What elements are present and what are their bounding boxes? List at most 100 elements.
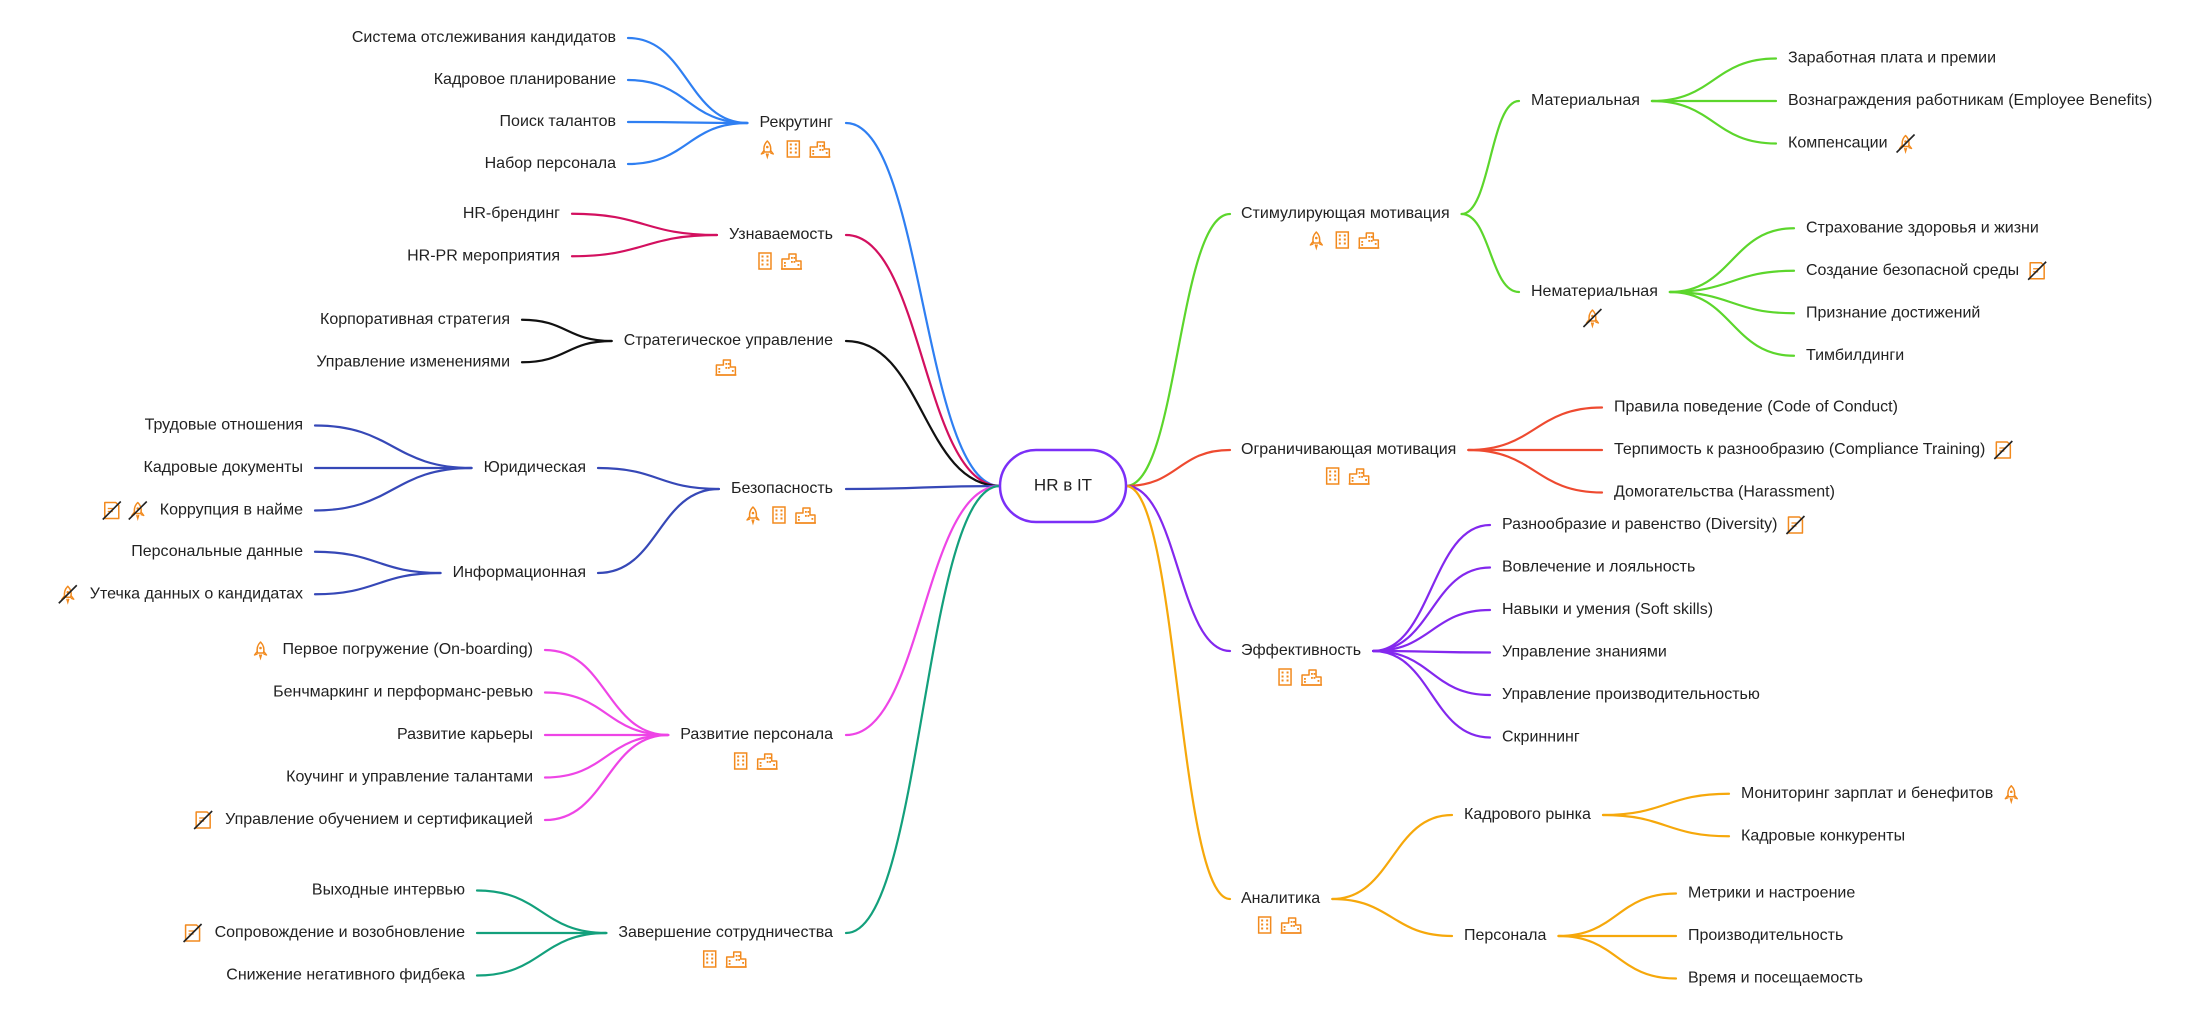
topic-управление-производительностью[interactable]: Управление производительностью [1502,686,1760,703]
topic-первое-погружение-on-boarding[interactable]: Первое погружение (On-boarding) [283,641,533,658]
topic-персональные-данные[interactable]: Персональные данные [131,543,303,560]
edge-набор-персонала [626,121,749,166]
topic-кадровое-планирование[interactable]: Кадровое планирование [434,71,616,88]
edge-компенсации [1650,99,1778,145]
edge-утечка-данных-о-кандидатах [313,571,442,596]
topic-создание-безопасной-среды[interactable]: Создание безопасной среды [1806,262,2019,279]
edge-признание-достижений [1668,290,1796,315]
topic-управление-обучением-и-сертификацией[interactable]: Управление обучением и сертификацией [225,811,533,828]
edge-система-отслеживания-кандидатов [626,36,749,125]
topic-корпоративная-стратегия[interactable]: Корпоративная стратегия [320,311,510,328]
document-slash-icon [2027,261,2047,281]
topic-тимбилдинги[interactable]: Тимбилдинги [1806,347,1904,364]
branch-узнаваемость[interactable]: Узнаваемость [729,226,833,243]
edge-трудовые-отношения [313,424,473,470]
topic-сопровождение-и-возобновление[interactable]: Сопровождение и возобновление [215,924,466,941]
office-building-icon [733,752,748,770]
topic-компенсации[interactable]: Компенсации [1788,135,1888,152]
topic-вознаграждения-работникам-employee-benef[interactable]: Вознаграждения работникам (Employee Bene… [1788,92,2152,109]
topic-признание-достижений[interactable]: Признание достижений [1806,304,1980,321]
topic-коучинг-и-управление-талантами[interactable]: Коучинг и управление талантами [286,769,533,786]
office-building-icon [758,252,772,270]
edge-скриннинг [1371,649,1492,739]
branch-безопасность[interactable]: Безопасность [731,480,833,497]
edge-навыки-и-умения-soft-skills [1371,608,1492,653]
edge-кадровое-планирование [626,78,749,125]
topic-страхование-здоровья-и-жизни[interactable]: Страхование здоровья и жизни [1806,219,2039,236]
branch-завершение-сотрудничества[interactable]: Завершение сотрудничества [618,924,833,941]
topic-кадровые-документы[interactable]: Кадровые документы [144,459,304,476]
branch-эффективность[interactable]: Эффективность [1241,642,1361,659]
topic-производительность[interactable]: Производительность [1688,927,1843,944]
edge-main-стратегическое-управление [844,339,1002,488]
topic-заработная-плата-и-премии[interactable]: Заработная плата и премии [1788,50,1996,67]
office-building-icon [1278,668,1292,686]
rocket-slash-icon [58,584,78,605]
branch-развитие-персонала[interactable]: Развитие персонала [680,726,833,743]
edge-мониторинг-зарплат-и-бенефитов [1601,792,1731,817]
topic-кадровые-конкуренты[interactable]: Кадровые конкуренты [1741,827,1905,844]
buildings-icon [809,141,831,158]
edge-main-аналитика [1124,484,1232,901]
edge-метрики-и-настроение [1557,892,1678,938]
topic-навыки-и-умения-soft-skills[interactable]: Навыки и умения (Soft skills) [1502,601,1713,618]
edge-тимбилдинги [1668,290,1796,357]
topic-разнообразие-и-равенство-diversity[interactable]: Разнообразие и равенство (Diversity) [1502,516,1777,533]
subtopic-информационная[interactable]: Информационная [453,564,586,581]
topic-развитие-карьеры[interactable]: Развитие карьеры [397,726,533,743]
topic-правила-поведение-code-of-conduct[interactable]: Правила поведение (Code of Conduct) [1614,399,1898,416]
subtopic-персонала[interactable]: Персонала [1464,927,1546,944]
document-slash-icon [1993,440,2013,460]
branch-ограничивающая-мотивация[interactable]: Ограничивающая мотивация [1241,441,1456,458]
topic-вовлечение-и-лояльность[interactable]: Вовлечение и лояльность [1502,559,1695,576]
topic-выходные-интервью[interactable]: Выходные интервью [312,882,465,899]
edge-управление-производительностью [1371,649,1492,697]
edge-персонала [1331,897,1454,938]
subtopic-материальная[interactable]: Материальная [1531,92,1640,109]
rocket-icon [253,641,268,661]
edge-первое-погружение-on-boarding [543,648,670,737]
subtopic-нематериальная[interactable]: Нематериальная [1531,283,1658,300]
rocket-icon [1309,231,1324,251]
topic-набор-персонала[interactable]: Набор персонала [485,155,616,172]
branch-аналитика[interactable]: Аналитика [1241,890,1320,907]
branch-стратегическое-управление[interactable]: Стратегическое управление [624,332,833,349]
edge-hr-pr-мероприятия [570,233,719,258]
subtopic-кадрового-рынка[interactable]: Кадрового рынка [1464,806,1591,823]
topic-скриннинг[interactable]: Скриннинг [1502,729,1580,746]
topic-метрики-и-настроение[interactable]: Метрики и настроение [1688,885,1855,902]
subtopic-юридическая[interactable]: Юридическая [484,459,586,476]
edge-main-безопасность [844,484,1002,491]
central-topic-node[interactable] [998,448,1128,524]
edge-кадрового-рынка [1331,813,1454,901]
edge-управление-знаниями [1371,649,1492,654]
buildings-icon [725,951,747,968]
topic-время-и-посещаемость[interactable]: Время и посещаемость [1688,970,1863,987]
topic-управление-изменениями[interactable]: Управление изменениями [316,353,510,370]
topic-трудовые-отношения[interactable]: Трудовые отношения [145,417,303,434]
edge-страхование-здоровья-и-жизни [1668,227,1796,294]
buildings-icon [1348,468,1370,485]
edge-создание-безопасной-среды [1668,269,1796,294]
topic-управление-знаниями[interactable]: Управление знаниями [1502,644,1667,661]
topic-система-отслеживания-кандидатов[interactable]: Система отслеживания кандидатов [352,29,616,46]
topic-hr-брендинг[interactable]: HR-брендинг [463,205,560,222]
topic-бенчмаркинг-и-перформанс-ревью[interactable]: Бенчмаркинг и перформанс-ревью [273,684,533,701]
edge-коррупция-в-найме [313,466,473,512]
edge-main-завершение-сотрудничества [844,484,1002,935]
topic-мониторинг-зарплат-и-бенефитов[interactable]: Мониторинг зарплат и бенефитов [1741,785,1993,802]
topic-поиск-талантов[interactable]: Поиск талантов [500,113,616,130]
edge-вовлечение-и-лояльность [1371,566,1492,653]
buildings-icon [794,507,816,524]
topic-терпимость-к-разнообразию-compliance-tra[interactable]: Терпимость к разнообразию (Compliance Tr… [1614,441,1985,458]
topic-домогательства-harassment[interactable]: Домогательства (Harassment) [1614,484,1835,501]
topic-снижение-негативного-фидбека[interactable]: Снижение негативного фидбека [226,967,465,984]
edge-информационная [596,487,721,575]
branch-рекрутинг[interactable]: Рекрутинг [759,114,833,131]
rocket-icon [760,140,775,160]
office-building-icon [1325,467,1340,485]
branch-стимулирующая-мотивация[interactable]: Стимулирующая мотивация [1241,205,1450,222]
topic-hr-pr-мероприятия[interactable]: HR-PR мероприятия [407,247,560,264]
topic-утечка-данных-о-кандидатах[interactable]: Утечка данных о кандидатах [90,585,303,602]
topic-коррупция-в-найме[interactable]: Коррупция в найме [160,502,303,519]
